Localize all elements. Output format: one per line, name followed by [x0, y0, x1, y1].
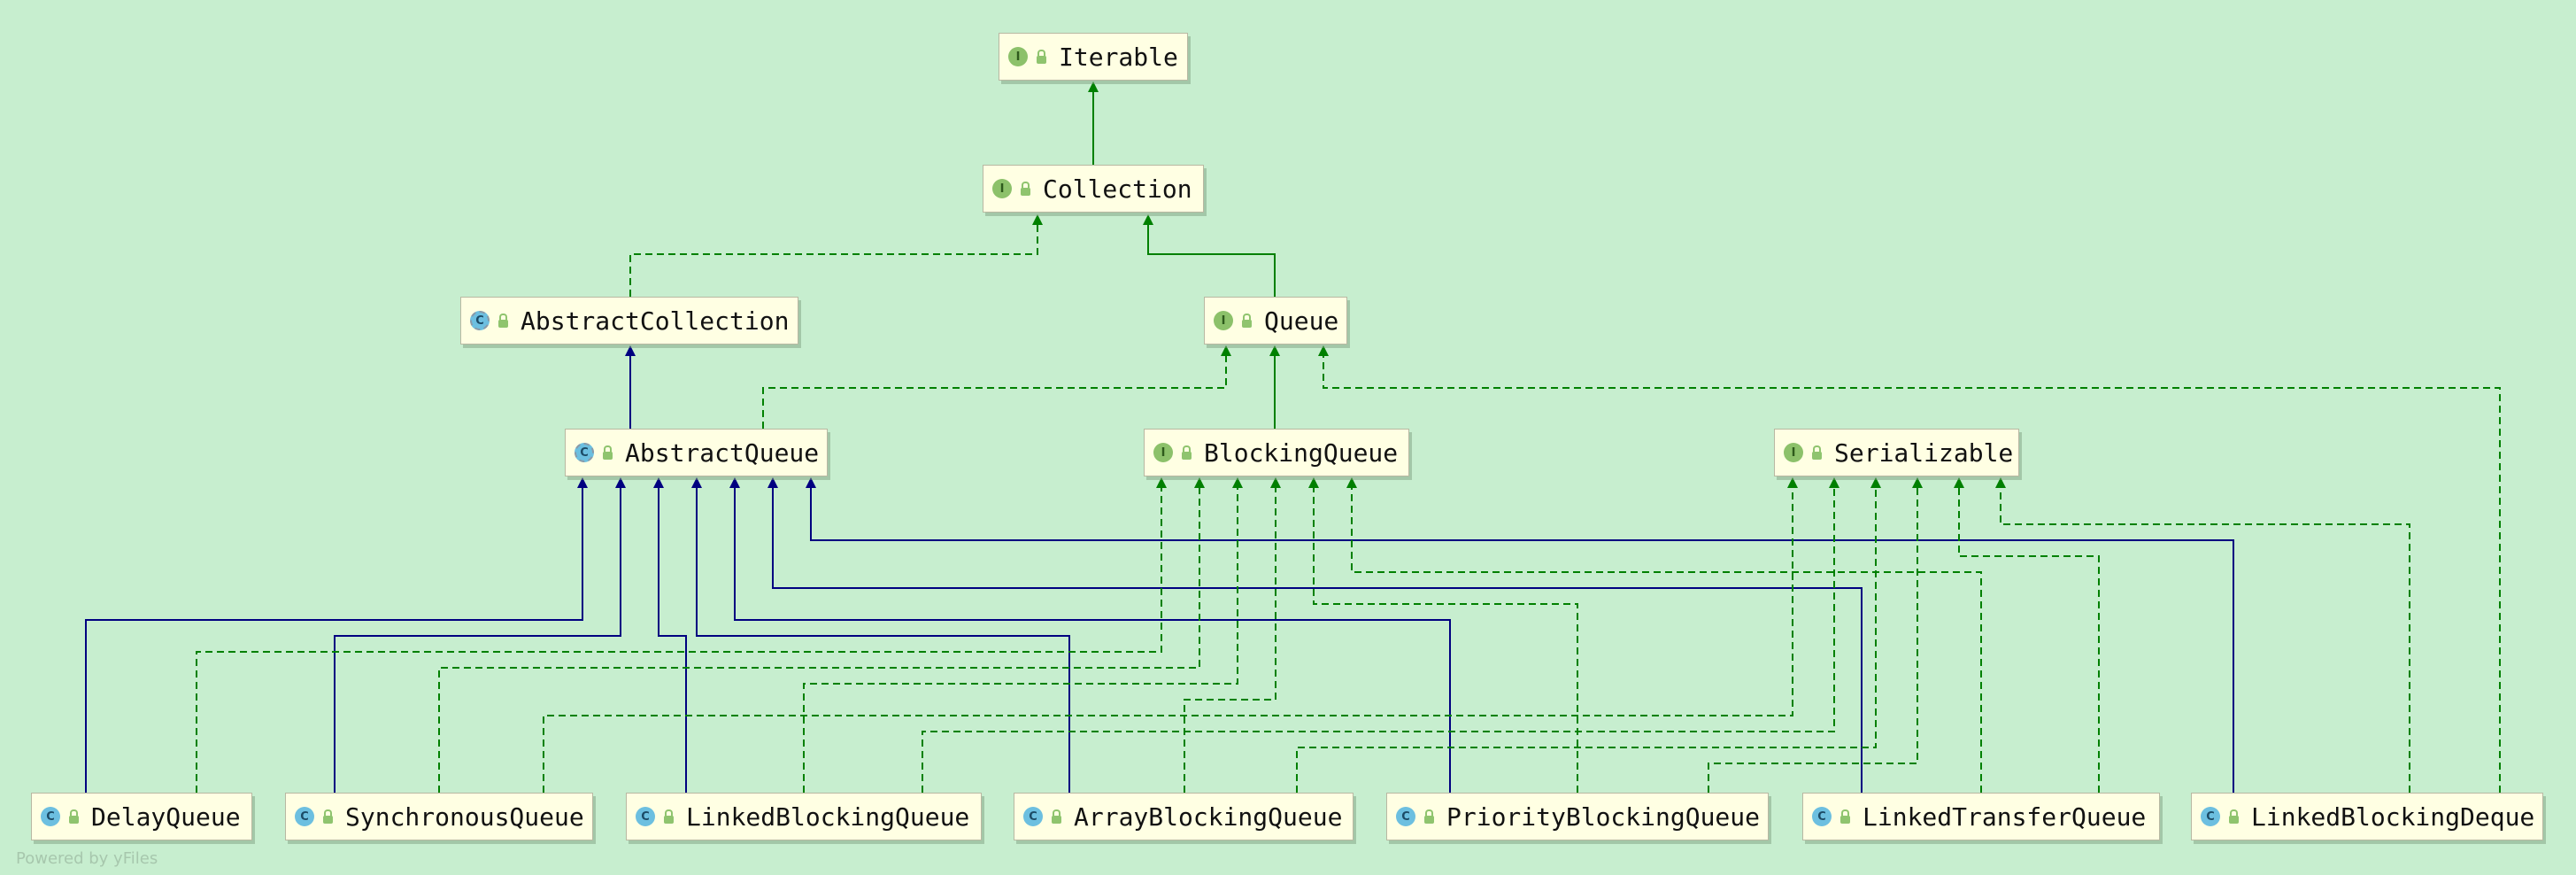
public-lock-icon [1242, 313, 1252, 328]
abstract-class-icon: C [470, 311, 490, 330]
node-collection[interactable]: I Collection [983, 165, 1204, 213]
edge-arrayblockingqueue-to-serializable [1296, 477, 1881, 793]
node-abstract-collection[interactable]: C AbstractCollection [460, 297, 798, 345]
node-linked-blocking-queue[interactable]: C LinkedBlockingQueue [626, 793, 982, 840]
class-icon: C [636, 807, 655, 826]
public-lock-icon [498, 313, 508, 328]
node-label: AbstractCollection [521, 306, 790, 336]
node-label: BlockingQueue [1204, 438, 1399, 468]
node-linked-transfer-queue[interactable]: C LinkedTransferQueue [1802, 793, 2160, 840]
edge-synchronousqueue-to-abstractqueue [334, 477, 626, 793]
node-linked-blocking-deque[interactable]: C LinkedBlockingDeque [2191, 793, 2543, 840]
class-icon: C [1023, 807, 1043, 826]
node-queue[interactable]: I Queue [1204, 297, 1347, 345]
node-priority-blocking-queue[interactable]: C PriorityBlockingQueue [1386, 793, 1769, 840]
edge-arrayblockingqueue-to-abstractqueue [691, 477, 1070, 793]
edge-abstractqueue-to-queue [762, 345, 1231, 429]
edge-priorityblockingqueue-to-abstractqueue [729, 477, 1451, 793]
edge-linkedtransferqueue-to-blockingqueue [1346, 477, 1982, 793]
edge-synchronousqueue-to-blockingqueue [438, 477, 1205, 793]
abstract-class-icon: C [575, 443, 594, 462]
node-label: LinkedBlockingQueue [686, 801, 970, 832]
interface-icon: I [1008, 47, 1028, 66]
node-label: Serializable [1834, 438, 2014, 468]
class-icon: C [295, 807, 314, 826]
class-icon: C [1812, 807, 1832, 826]
node-synchronous-queue[interactable]: C SynchronousQueue [285, 793, 593, 840]
edge-priorityblockingqueue-to-serializable [1708, 477, 1923, 793]
node-abstract-queue[interactable]: C AbstractQueue [565, 429, 828, 476]
edge-linkedblockingqueue-to-abstractqueue [653, 477, 687, 793]
node-label: LinkedTransferQueue [1863, 801, 2147, 832]
edge-queue-to-collection [1143, 214, 1276, 297]
public-lock-icon [664, 809, 674, 824]
public-lock-icon [1037, 49, 1046, 64]
public-lock-icon [1812, 445, 1822, 460]
edge-linkedblockingqueue-to-serializable [922, 477, 1839, 793]
yfiles-watermark: Powered by yFiles [16, 849, 158, 868]
edge-linkedblockingdeque-to-serializable [1995, 477, 2410, 793]
node-label: ArrayBlockingQueue [1074, 801, 1343, 832]
public-lock-icon [69, 809, 79, 824]
public-lock-icon [2229, 809, 2239, 824]
public-lock-icon [1052, 809, 1061, 824]
class-icon: C [1396, 807, 1415, 826]
public-lock-icon [323, 809, 333, 824]
edge-arrayblockingqueue-to-blockingqueue [1184, 477, 1281, 793]
interface-icon: I [1153, 443, 1173, 462]
node-label: AbstractQueue [625, 438, 820, 468]
node-iterable[interactable]: I Iterable [999, 33, 1188, 81]
node-label: SynchronousQueue [345, 801, 584, 832]
node-blocking-queue[interactable]: I BlockingQueue [1144, 429, 1409, 476]
interface-icon: I [1784, 443, 1803, 462]
public-lock-icon [603, 445, 613, 460]
edge-delayqueue-to-abstractqueue [85, 477, 588, 793]
node-label: LinkedBlockingDeque [2251, 801, 2535, 832]
public-lock-icon [1182, 445, 1192, 460]
node-label: Iterable [1059, 42, 1178, 72]
class-icon: C [41, 807, 60, 826]
public-lock-icon [1424, 809, 1434, 824]
interface-icon: I [992, 179, 1012, 198]
interface-icon: I [1214, 311, 1233, 330]
edge-linkedblockingdeque-to-abstractqueue [806, 477, 2234, 793]
node-label: Queue [1264, 306, 1339, 336]
public-lock-icon [1840, 809, 1850, 824]
node-label: DelayQueue [91, 801, 241, 832]
edge-linkedtransferqueue-to-serializable [1954, 477, 2100, 793]
edge-linkedblockingdeque-to-queue [1318, 345, 2501, 793]
node-delay-queue[interactable]: C DelayQueue [31, 793, 252, 840]
node-array-blocking-queue[interactable]: C ArrayBlockingQueue [1014, 793, 1354, 840]
edge-abstractcollection-to-collection [629, 214, 1043, 297]
node-label: PriorityBlockingQueue [1446, 801, 1761, 832]
edge-priorityblockingqueue-to-blockingqueue [1308, 477, 1578, 793]
edge-synchronousqueue-to-serializable [543, 477, 1798, 793]
class-icon: C [2201, 807, 2220, 826]
edge-delayqueue-to-blockingqueue [196, 477, 1167, 793]
node-label: Collection [1043, 174, 1192, 204]
node-serializable[interactable]: I Serializable [1774, 429, 2019, 476]
edge-linkedblockingqueue-to-blockingqueue [803, 477, 1243, 793]
public-lock-icon [1021, 181, 1030, 196]
edge-linkedtransferqueue-to-abstractqueue [767, 477, 1863, 793]
